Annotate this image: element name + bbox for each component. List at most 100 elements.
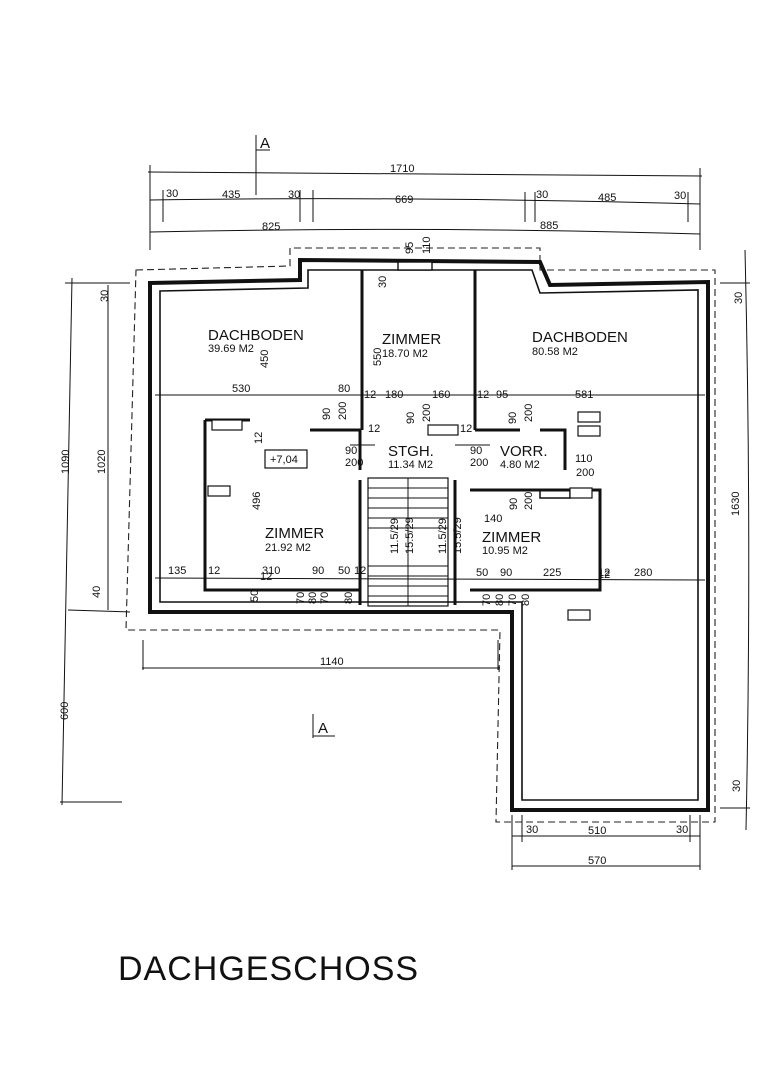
svg-text:15.5/29: 15.5/29 — [452, 517, 464, 554]
svg-text:1020: 1020 — [96, 450, 108, 474]
eave-outline — [125, 247, 716, 823]
svg-text:15.5/29: 15.5/29 — [404, 517, 416, 554]
svg-text:110: 110 — [575, 453, 593, 465]
svg-text:30: 30 — [166, 188, 178, 200]
svg-text:200: 200 — [576, 467, 594, 479]
svg-text:90: 90 — [507, 412, 519, 424]
svg-text:530: 530 — [232, 383, 250, 395]
svg-text:110: 110 — [421, 236, 433, 254]
svg-text:70: 70 — [481, 594, 493, 606]
svg-text:50: 50 — [249, 590, 261, 602]
room-area-zimmer-right: 10.95 M2 — [482, 545, 528, 557]
room-area-dachboden-left: 39.69 M2 — [208, 343, 254, 355]
svg-text:885: 885 — [540, 220, 558, 232]
svg-text:135: 135 — [168, 565, 186, 577]
svg-text:12: 12 — [460, 423, 472, 435]
svg-text:435: 435 — [222, 189, 240, 201]
staircase: 11.5/29 15.5/29 11.5/29 15.5/29 — [367, 477, 464, 607]
svg-text:80: 80 — [307, 592, 319, 604]
svg-text:80: 80 — [494, 594, 506, 606]
svg-text:570: 570 — [588, 855, 606, 867]
svg-text:450: 450 — [259, 350, 271, 368]
svg-text:200: 200 — [345, 457, 363, 469]
svg-text:90: 90 — [508, 498, 520, 510]
outer-wall — [148, 257, 710, 812]
svg-text:30: 30 — [733, 292, 745, 304]
svg-text:30: 30 — [377, 276, 389, 288]
drawing-title: DACHGESCHOSS — [118, 950, 419, 988]
svg-text:12: 12 — [253, 432, 265, 444]
svg-text:90: 90 — [312, 565, 324, 577]
svg-text:550: 550 — [372, 348, 384, 366]
svg-text:95: 95 — [496, 389, 508, 401]
room-name-zimmer-right: ZIMMER — [482, 529, 541, 546]
room-area-stgh: 11.34 M2 — [388, 459, 433, 471]
svg-text:70: 70 — [319, 592, 331, 604]
svg-text:669: 669 — [395, 194, 413, 206]
svg-text:30: 30 — [526, 824, 538, 836]
svg-text:12: 12 — [208, 565, 220, 577]
svg-text:30: 30 — [731, 780, 743, 792]
room-area-vorr: 4.80 M2 — [500, 459, 540, 471]
right-dimension-chains: 1630 30 30 — [720, 249, 750, 831]
room-area-zimmer-left: 21.92 M2 — [265, 542, 311, 554]
svg-text:310: 310 — [262, 565, 280, 577]
room-labels: DACHBODEN 39.69 M2 ZIMMER 18.70 M2 DACHB… — [208, 327, 628, 557]
svg-text:12: 12 — [260, 571, 272, 583]
inner-wall-line — [159, 269, 699, 801]
svg-text:12: 12 — [364, 389, 376, 401]
room-name-stgh: STGH. — [388, 443, 434, 460]
svg-text:200: 200 — [337, 402, 349, 420]
room-name-vorr: VORR. — [500, 443, 548, 460]
svg-text:12: 12 — [354, 565, 366, 577]
svg-text:1630: 1630 — [730, 492, 742, 516]
svg-text:200: 200 — [523, 404, 535, 422]
svg-text:30: 30 — [99, 290, 111, 302]
svg-text:80: 80 — [520, 594, 532, 606]
svg-text:11.5/29: 11.5/29 — [437, 518, 449, 554]
interior-dimensions: 530 80 12 180 160 12 95 581 30 450 550 4… — [168, 276, 652, 606]
svg-text:40: 40 — [91, 586, 103, 598]
svg-text:70: 70 — [507, 594, 519, 606]
room-name-dachboden-right: DACHBODEN — [532, 329, 628, 346]
svg-text:11.5/29: 11.5/29 — [389, 518, 401, 554]
svg-text:90: 90 — [500, 567, 512, 579]
svg-text:496: 496 — [251, 492, 263, 510]
dim-top-total: 1710 — [390, 163, 414, 175]
svg-text:80: 80 — [338, 383, 350, 395]
svg-text:485: 485 — [598, 192, 616, 204]
interior-walls — [154, 270, 706, 605]
svg-text:200: 200 — [470, 457, 488, 469]
room-area-zimmer-top: 18.70 M2 — [382, 348, 428, 360]
room-area-dachboden-right: 80.58 M2 — [532, 346, 578, 358]
svg-text:12: 12 — [598, 569, 610, 581]
svg-text:30: 30 — [288, 189, 300, 201]
svg-text:90: 90 — [345, 445, 357, 457]
svg-text:90: 90 — [405, 412, 417, 424]
svg-text:180: 180 — [385, 389, 403, 401]
svg-text:280: 280 — [634, 567, 652, 579]
svg-text:200: 200 — [523, 492, 535, 510]
svg-text:12: 12 — [598, 567, 610, 579]
room-name-zimmer-left: ZIMMER — [265, 525, 324, 542]
room-name-zimmer-top: ZIMMER — [382, 331, 441, 348]
section-label-bottom: A — [318, 720, 328, 737]
svg-text:160: 160 — [432, 389, 450, 401]
svg-text:50: 50 — [476, 567, 488, 579]
svg-text:12: 12 — [477, 389, 489, 401]
svg-text:510: 510 — [588, 825, 606, 837]
svg-text:1090: 1090 — [60, 450, 72, 474]
svg-text:600: 600 — [59, 702, 71, 720]
chimney — [397, 261, 433, 271]
section-label-top: A — [260, 135, 270, 152]
svg-text:70: 70 — [295, 592, 307, 604]
svg-text:90: 90 — [470, 445, 482, 457]
svg-text:30: 30 — [676, 824, 688, 836]
svg-text:12: 12 — [368, 423, 380, 435]
bottom-dimension-chains: 1140 30 510 30 570 — [142, 640, 701, 870]
svg-text:80: 80 — [343, 592, 355, 604]
svg-text:30: 30 — [674, 190, 686, 202]
svg-text:200: 200 — [421, 404, 433, 422]
svg-text:90: 90 — [321, 408, 333, 420]
